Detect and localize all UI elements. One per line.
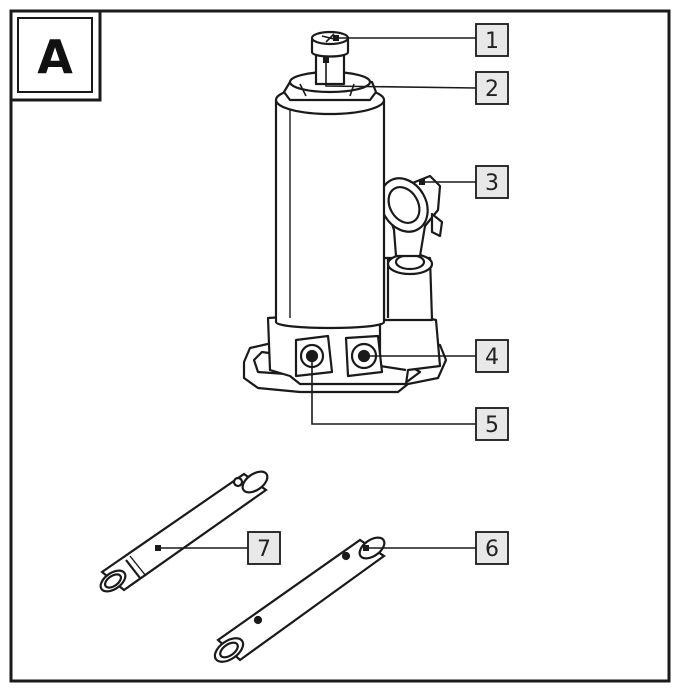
outer-border [9, 9, 671, 683]
callout-2: 2 [475, 71, 509, 105]
callout-1: 1 [475, 23, 509, 57]
callout-number: 1 [485, 29, 499, 54]
leader-dots [155, 35, 425, 551]
callout-5: 5 [475, 407, 509, 441]
callout-number: 7 [257, 537, 271, 562]
figure-letter-box: A [9, 9, 102, 102]
callout-number: 4 [485, 345, 499, 370]
callout-number: 6 [485, 537, 499, 562]
callout-number: 3 [485, 171, 499, 196]
callout-7: 7 [247, 531, 281, 565]
callout-number: 5 [485, 413, 499, 438]
callout-4: 4 [475, 339, 509, 373]
callout-6: 6 [475, 531, 509, 565]
main-cylinder [274, 98, 386, 330]
figure-letter: A [37, 30, 73, 84]
callout-3: 3 [475, 165, 509, 199]
leader-lines [158, 37, 477, 549]
bottle-jack [242, 30, 448, 394]
handle-rod-upper [99, 470, 269, 593]
callout-number: 2 [485, 77, 499, 102]
handle-rod-lower [213, 536, 386, 663]
